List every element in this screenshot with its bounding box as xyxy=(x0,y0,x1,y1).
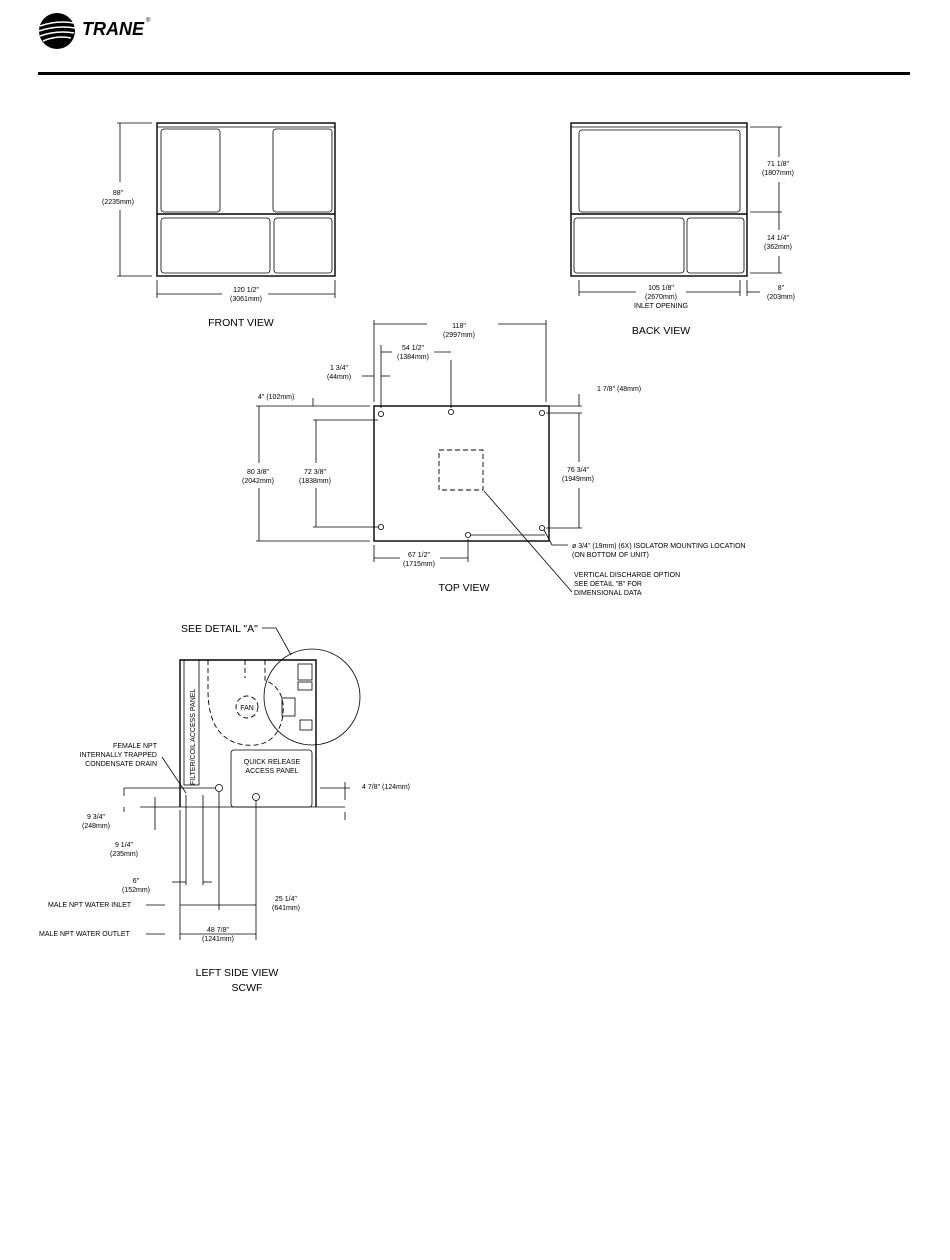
left-side-view-title: LEFT SIDE VIEW xyxy=(196,967,279,979)
front-view-outline xyxy=(156,122,336,277)
filter-coil-access-panel xyxy=(183,659,200,786)
page-header: TRANE ® xyxy=(0,0,950,80)
top-view-title: TOP VIEW xyxy=(439,582,490,594)
top-overall-in: 118" xyxy=(452,323,466,330)
isolator-note-1: ø 3/4" (19mm) (6X) ISOLATOR MOUNTING LOC… xyxy=(572,543,746,550)
back-upper-panel xyxy=(578,129,741,213)
isolator-hole xyxy=(447,408,454,415)
left-side-view-subtitle: SCWF xyxy=(232,982,263,994)
side-d3-in: 6" xyxy=(133,878,140,885)
trane-globe-logo-icon xyxy=(38,13,76,49)
water-inlet-pipe xyxy=(215,784,223,792)
top-overall-mm: (2997mm) xyxy=(443,332,475,339)
drain-label-2: INTERNALLY TRAPPED xyxy=(80,752,157,759)
side-d1-in: 9 3/4" xyxy=(87,814,106,821)
discharge-note-2: SEE DETAIL "B" FOR xyxy=(574,581,642,588)
brand-trademark: ® xyxy=(146,17,151,24)
side-d1-mm: (248mm) xyxy=(82,823,110,830)
front-lower-right-panel xyxy=(273,217,333,274)
control-box xyxy=(281,697,296,717)
top-inner-depth-in: 72 3/8" xyxy=(304,469,326,476)
isolator-hole xyxy=(539,525,546,532)
top-half-in: 54 1/2" xyxy=(402,345,424,352)
back-lower-mm: (362mm) xyxy=(764,244,792,251)
back-lower-in: 14 1/4" xyxy=(767,235,789,242)
fan-housing xyxy=(207,660,284,746)
top-bottom-mm: (1715mm) xyxy=(403,561,435,568)
control-box xyxy=(297,681,313,691)
side-d2-mm: (235mm) xyxy=(110,851,138,858)
isolator-hole xyxy=(539,409,546,416)
back-upper-in: 71 1/8" xyxy=(767,161,789,168)
front-width-in: 120 1/2" xyxy=(233,287,259,294)
discharge-note-1: VERTICAL DISCHARGE OPTION xyxy=(574,572,680,579)
top-depth-in: 80 3/8" xyxy=(247,469,269,476)
isolator-hole xyxy=(464,532,471,539)
top-right-depth-mm: (1949mm) xyxy=(562,476,594,483)
side-d4-mm: (641mm) xyxy=(272,905,300,912)
filter-panel-label: FILTER/COIL ACCESS PANEL xyxy=(190,689,197,785)
back-view-title: BACK VIEW xyxy=(632,325,690,337)
water-outlet-pipe xyxy=(252,793,260,801)
front-width-mm: (3061mm) xyxy=(230,296,262,303)
back-side-mm: (203mm) xyxy=(767,294,795,301)
side-d3-mm: (152mm) xyxy=(122,887,150,894)
front-upper-right-panel xyxy=(272,128,333,213)
top-right-dim: 1 7/8" (48mm) xyxy=(597,386,641,393)
back-inlet-label: INLET OPENING xyxy=(634,303,688,310)
front-view: 88" (2235mm) 120 1/2" (3061mm) FRONT VIE… xyxy=(102,122,336,329)
back-inlet-in: 105 1/8" xyxy=(648,285,674,292)
front-view-title: FRONT VIEW xyxy=(208,317,274,329)
top-edge-dim: 4" (102mm) xyxy=(258,394,294,401)
front-upper-left-panel xyxy=(160,128,221,213)
side-d5-mm: (1241mm) xyxy=(202,936,234,943)
detail-a-circle xyxy=(263,648,361,746)
left-side-view: SEE DETAIL "A" FILTER/COIL ACCESS PANEL … xyxy=(39,623,410,994)
control-box xyxy=(297,663,313,681)
detail-a-callout: SEE DETAIL "A" xyxy=(181,623,258,635)
header-rule xyxy=(38,72,910,75)
side-d2-in: 9 1/4" xyxy=(115,842,134,849)
top-view-outline xyxy=(373,405,550,542)
side-d4-in: 25 1/4" xyxy=(275,896,297,903)
back-view: 71 1/8" (1807mm) 14 1/4" (362mm) 105 1/8… xyxy=(570,122,795,337)
trane-logo: TRANE ® xyxy=(38,13,151,49)
back-view-outline xyxy=(570,122,748,277)
front-height-mm: (2235mm) xyxy=(102,199,134,206)
quick-release-label-2: ACCESS PANEL xyxy=(245,768,298,775)
back-lower-left-panel xyxy=(573,217,685,274)
drain-label-3: CONDENSATE DRAIN xyxy=(85,761,157,768)
side-right-dim: 4 7/8" (124mm) xyxy=(362,784,410,791)
side-d5-in: 48 7/8" xyxy=(207,927,229,934)
top-bottom-in: 67 1/2" xyxy=(408,552,430,559)
control-box xyxy=(299,719,313,731)
front-lower-left-panel xyxy=(160,217,271,274)
side-unit-outline xyxy=(179,659,317,807)
top-depth-mm: (2042mm) xyxy=(242,478,274,485)
discharge-note-3: DIMENSIONAL DATA xyxy=(574,590,642,597)
top-offset-mm: (44mm) xyxy=(327,374,351,381)
fan-icon xyxy=(235,695,259,719)
front-height-in: 88" xyxy=(113,190,124,197)
back-upper-mm: (1807mm) xyxy=(762,170,794,177)
vertical-discharge-outline xyxy=(438,449,484,491)
top-view: 118" (2997mm) 54 1/2" (1384mm) 1 3/4" (4… xyxy=(242,320,746,597)
back-inlet-mm: (2670mm) xyxy=(645,294,677,301)
isolator-hole xyxy=(377,524,384,531)
back-lower-right-panel xyxy=(686,217,745,274)
quick-release-label-1: QUICK RELEASE xyxy=(244,759,301,766)
fan-label: FAN xyxy=(240,705,254,712)
top-half-mm: (1384mm) xyxy=(397,354,429,361)
top-right-depth-in: 76 3/4" xyxy=(567,467,589,474)
water-inlet-label: MALE NPT WATER INLET xyxy=(48,902,132,909)
top-inner-depth-mm: (1838mm) xyxy=(299,478,331,485)
isolator-note-2: (ON BOTTOM OF UNIT) xyxy=(572,552,649,559)
back-side-in: 8" xyxy=(778,285,785,292)
brand-name: TRANE xyxy=(82,19,145,39)
water-outlet-label: MALE NPT WATER OUTLET xyxy=(39,931,131,938)
isolator-hole xyxy=(377,410,384,417)
top-offset-in: 1 3/4" xyxy=(330,365,349,372)
drain-label-1: FEMALE NPT xyxy=(113,743,158,750)
